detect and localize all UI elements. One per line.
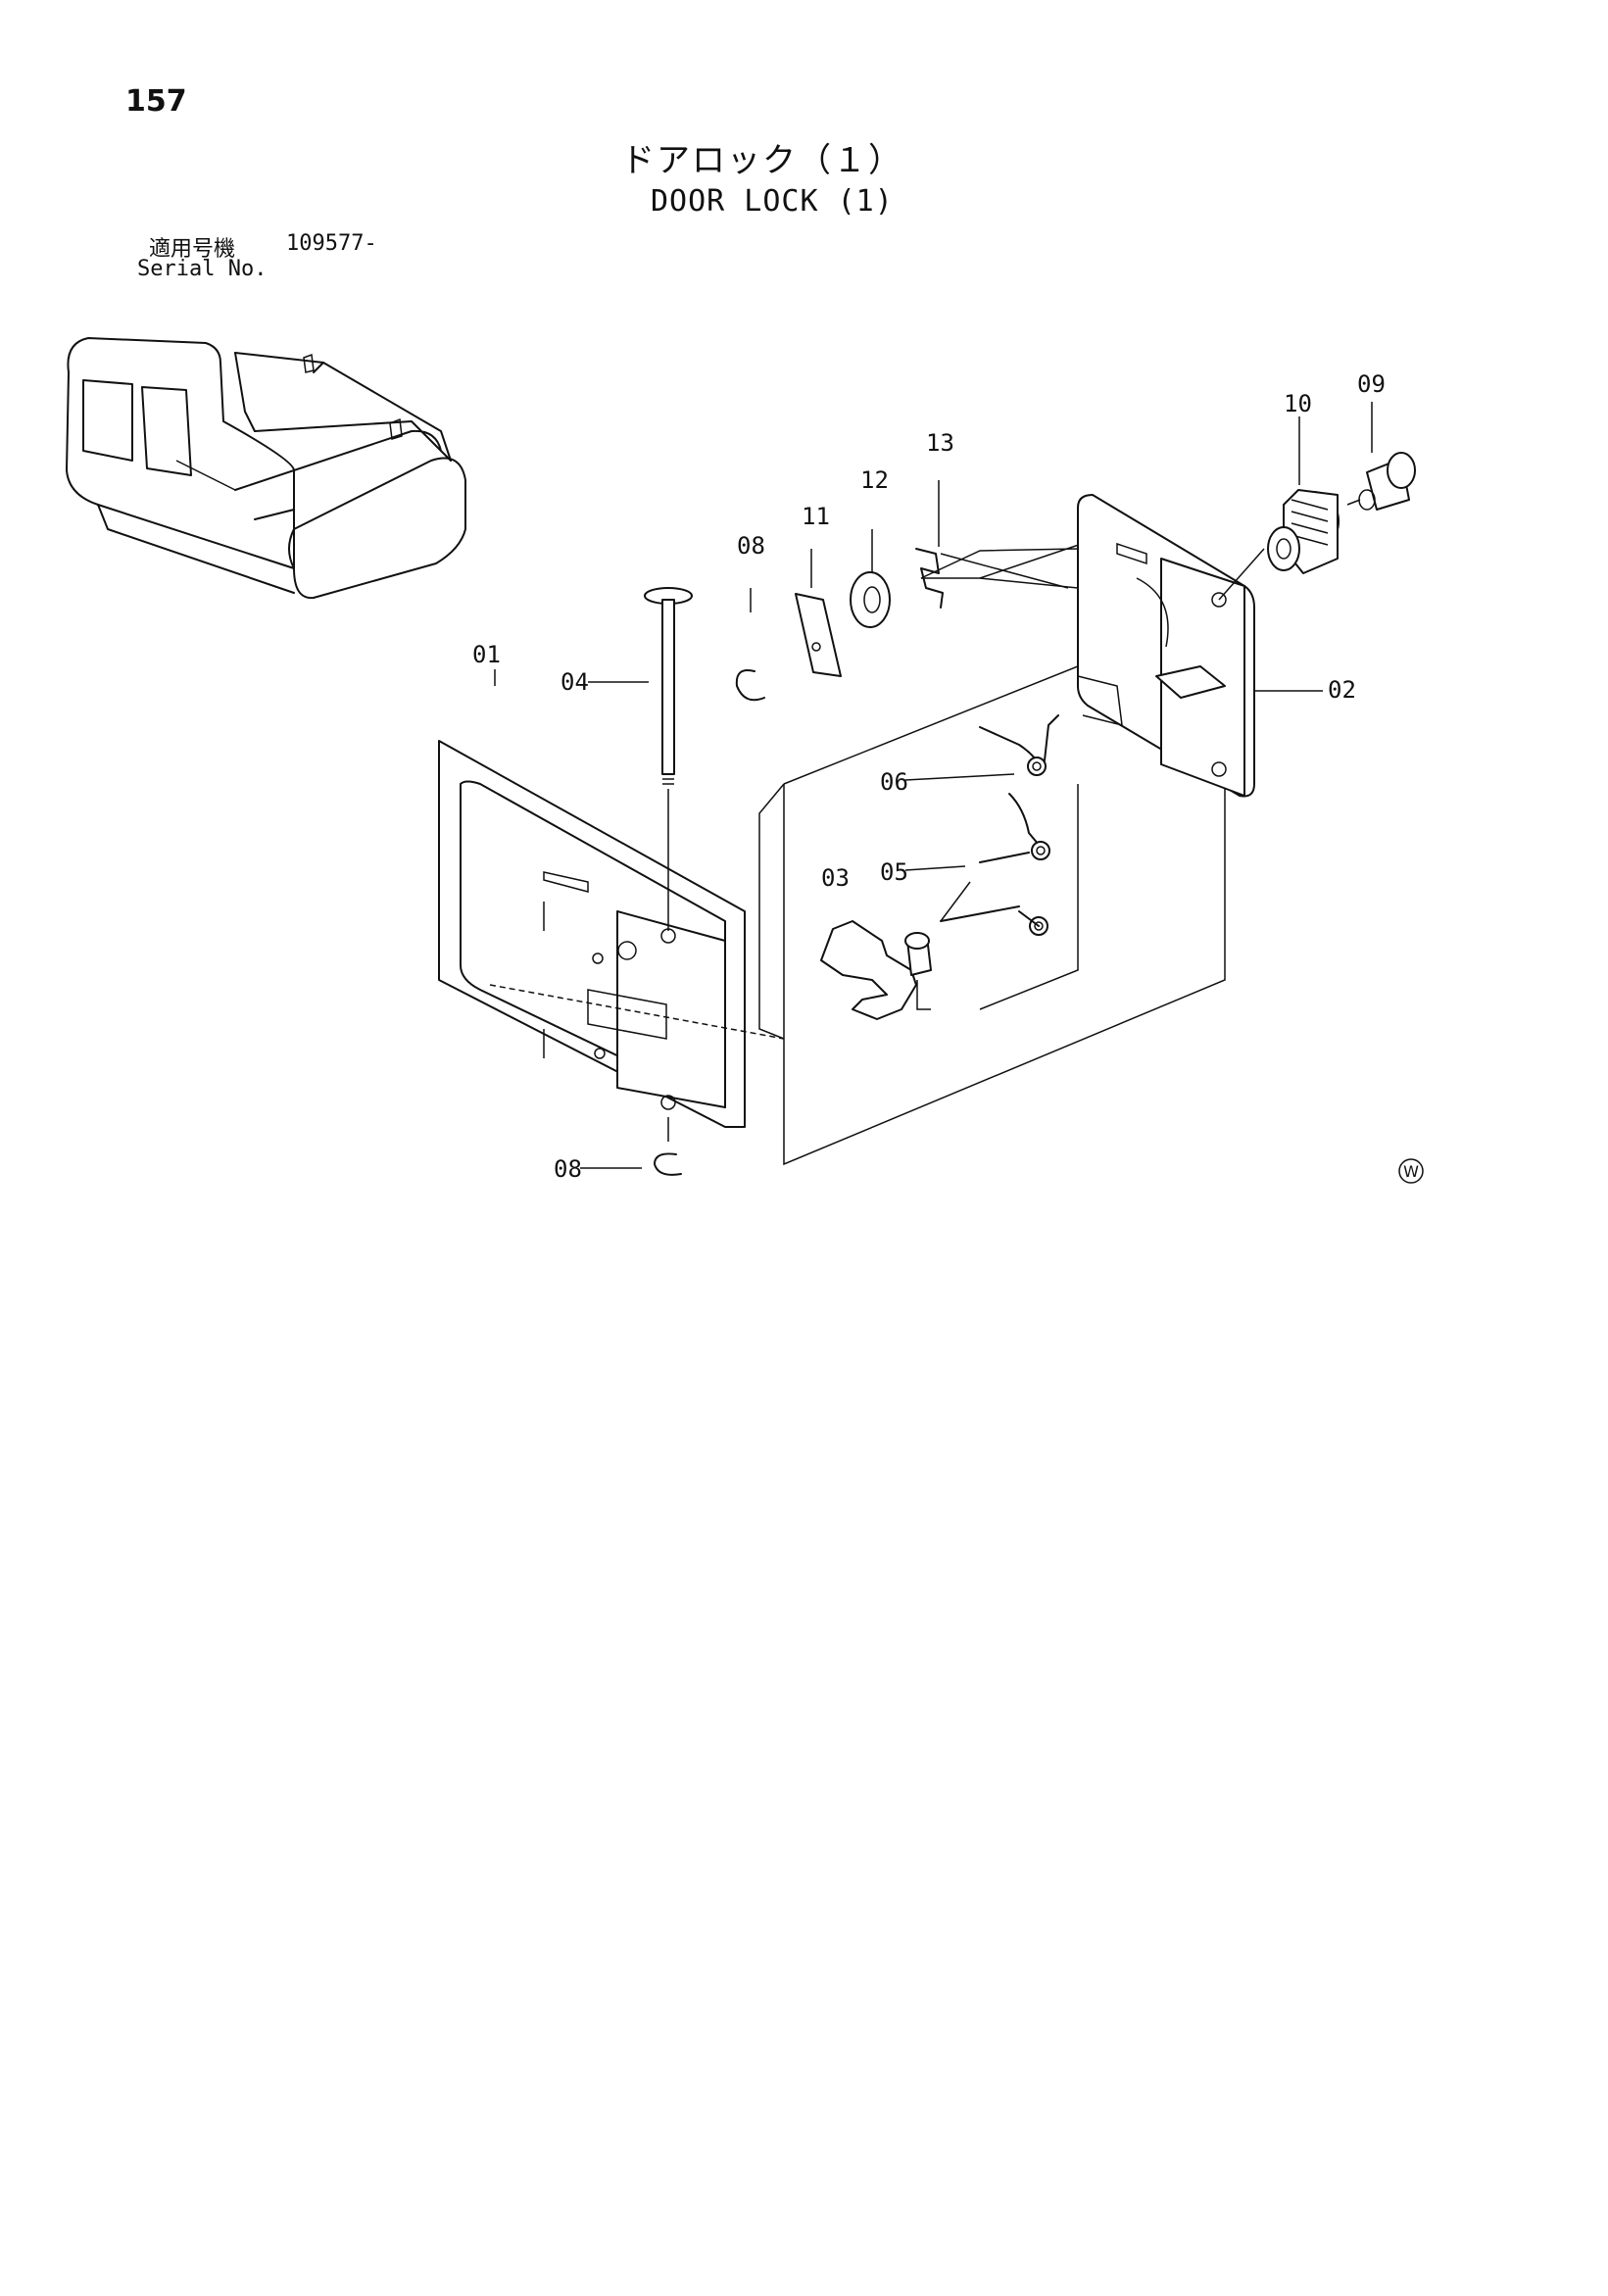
clip-part-13 (915, 480, 944, 609)
part-label-01: 01 (472, 641, 501, 668)
spring-part-06 (979, 714, 1059, 776)
bushing-part-10 (1218, 416, 1340, 601)
part-label-08-upper: 08 (737, 532, 765, 560)
page-title-english: DOOR LOCK (1) (651, 184, 894, 219)
part-label-09: 09 (1357, 370, 1386, 398)
bracket-part-02 (1077, 494, 1323, 798)
part-label-05: 05 (880, 858, 908, 886)
pin-part-04 (644, 587, 693, 1142)
excavator-thumbnail-icon (66, 337, 466, 600)
part-label-02: 02 (1328, 676, 1356, 704)
page-title-japanese: ドアロック（１） (621, 141, 903, 180)
leader-lines (494, 669, 1015, 1169)
serial-label-japanese: 適用号機 (149, 237, 236, 262)
part-label-08-lower: 08 (554, 1155, 582, 1183)
bolt-part-09 (1346, 402, 1416, 511)
part-label-04: 04 (560, 668, 589, 696)
page-number: 157 (125, 84, 187, 119)
latch-part-03 (820, 881, 1048, 1020)
lock-case-part-01 (438, 740, 785, 1128)
watermark-symbol: W (1403, 1162, 1419, 1181)
serial-number-value: 109577- (286, 231, 377, 256)
e-ring-part-08-lower (654, 1152, 682, 1176)
part-label-03: 03 (821, 864, 850, 892)
part-label-11: 11 (802, 503, 830, 530)
spring-part-05 (979, 793, 1050, 863)
part-label-10: 10 (1284, 390, 1312, 417)
serial-label-english: Serial No. (137, 257, 268, 281)
exploded-parts-diagram: 01 02 03 04 05 06 08 08 09 10 11 12 13 W (66, 337, 1424, 1184)
part-label-06: 06 (880, 768, 908, 796)
circled-w-mark: W (1398, 1158, 1424, 1184)
part-label-13: 13 (926, 429, 954, 457)
part-label-12: 12 (860, 466, 889, 494)
e-ring-part-08-upper (735, 588, 765, 702)
washer-part-12 (850, 529, 891, 628)
plate-part-11 (795, 549, 842, 677)
